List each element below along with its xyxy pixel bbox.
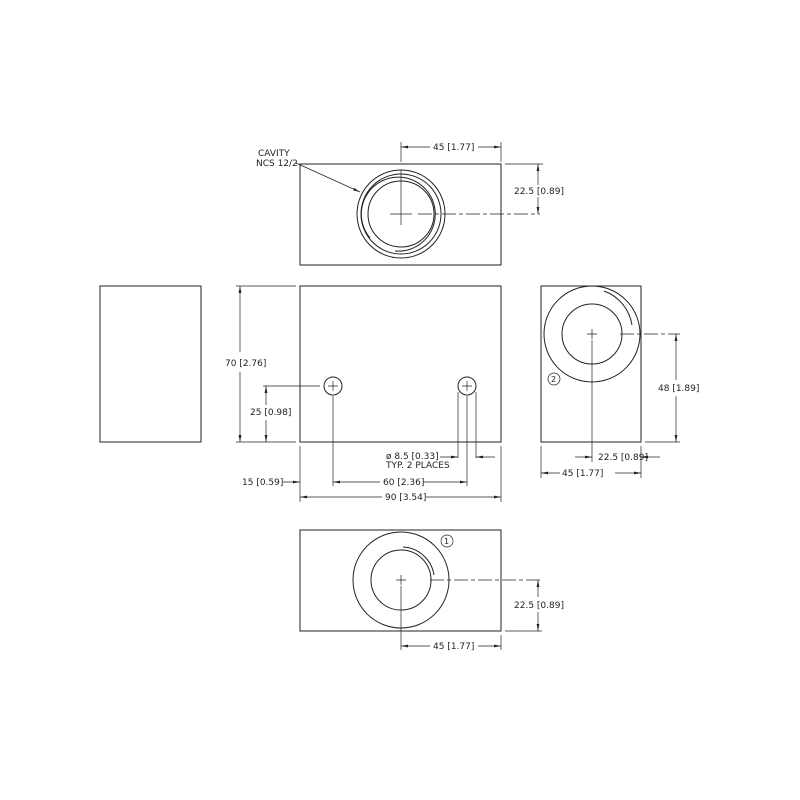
hole-note: TYP. 2 PLACES [385, 461, 450, 471]
left-view [99, 285, 202, 443]
view-label-2-text: 2 [551, 375, 556, 384]
dim-top-width: 45 [1.77] [433, 143, 474, 153]
callout-ncs: NCS 12/2 [256, 159, 298, 169]
view-label-1 [440, 534, 454, 548]
callout-cavity: CAVITY [258, 149, 290, 159]
front-view: 70 [2.76] 25 [0.98] ø 8.5 [0.33] TYP. 2 … [225, 285, 502, 503]
dim-side-center: 22.5 [0.89] [598, 453, 648, 463]
dim-side-height: 48 [1.89] [658, 384, 699, 394]
dim-bottom-height: 22.5 [0.89] [514, 601, 564, 611]
top-view: CAVITY NCS 12/2 45 [1.77] 22.5 [0.89] [256, 142, 564, 266]
view-label-1-text: 1 [444, 537, 449, 546]
dim-side-width: 45 [1.77] [562, 469, 603, 479]
dim-hole-height: 25 [0.98] [250, 408, 291, 418]
dim-hole-dia: ø 8.5 [0.33] [386, 452, 439, 462]
dim-hole-spacing: 60 [2.36] [383, 478, 424, 488]
dim-total-width: 90 [3.54] [385, 493, 426, 503]
view-label-2 [547, 372, 561, 386]
dim-bottom-width: 45 [1.77] [433, 642, 474, 652]
dim-top-height: 22.5 [0.89] [514, 187, 564, 197]
hole-right [457, 376, 477, 396]
dim-edge: 15 [0.59] [242, 478, 283, 488]
dim-front-height: 70 [2.76] [225, 359, 266, 369]
hole-left [323, 376, 343, 396]
bottom-view: 1 22.5 [0.89] 45 [1.77] [299, 529, 564, 652]
side-view: 2 48 [1.89] 22.5 [0.89] 45 [1.77] [540, 285, 699, 479]
